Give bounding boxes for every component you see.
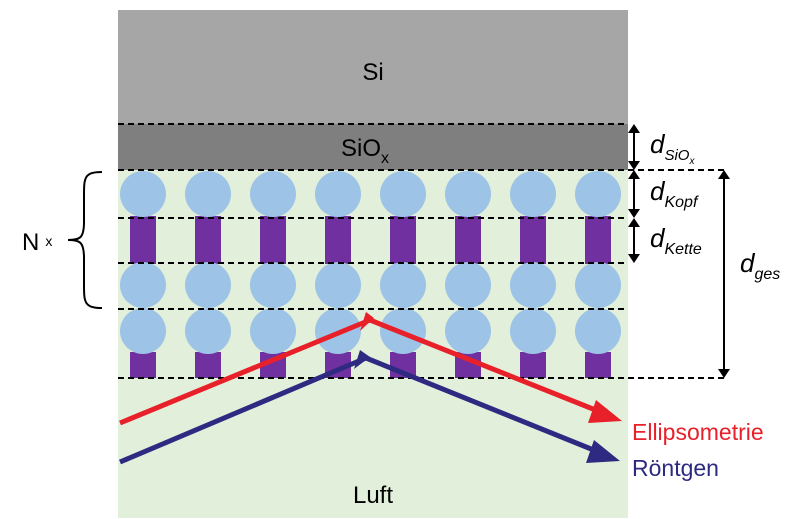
head-group: [185, 308, 231, 354]
chain-segment: [585, 216, 611, 264]
chain-segment: [260, 216, 286, 264]
roentgen-incident-arrowhead: [354, 350, 370, 369]
head-group: [120, 171, 166, 217]
roentgen-reflected-beam: [365, 355, 607, 458]
d-kette-label: dKette: [650, 223, 702, 258]
head-group: [250, 308, 296, 354]
si-label: Si: [362, 59, 383, 86]
head-group: [575, 171, 621, 217]
head-group: [445, 308, 491, 354]
head-group: [510, 262, 556, 308]
roentgen-incident-beam: [119, 355, 367, 465]
repeat-brace: [67, 171, 103, 309]
head-group: [250, 262, 296, 308]
d-kopf-label: dKopf: [650, 176, 699, 211]
head-group: [120, 262, 166, 308]
head-group: [315, 171, 361, 217]
chain-segment: [325, 216, 351, 264]
head-group: [575, 262, 621, 308]
chain-segment: [130, 216, 156, 264]
air-region: [118, 378, 628, 518]
d-ges-label: dges: [740, 248, 780, 283]
luft-label: Luft: [353, 482, 393, 509]
molecule-group: [120, 171, 621, 378]
head-group: [185, 171, 231, 217]
ellipsometrie-label: Ellipsometrie: [632, 419, 764, 445]
chain-segment: [520, 352, 546, 378]
ellipsometrie-reflected-beam: [369, 317, 609, 418]
ellipsometrie-arrowhead: [588, 400, 622, 423]
roentgen-arrowhead: [586, 440, 620, 463]
head-group: [380, 171, 426, 217]
d-siox-label: dSiOx: [650, 129, 695, 167]
chain-segment: [520, 216, 546, 264]
interface-lines: [118, 123, 728, 379]
dimension-arrows: [628, 124, 730, 378]
roentgen-label: Röntgen: [632, 455, 719, 481]
head-group: [510, 308, 556, 354]
si-layer: [118, 10, 628, 124]
chain-segment: [585, 352, 611, 378]
head-group: [185, 262, 231, 308]
head-group: [120, 308, 166, 354]
siox-layer: [118, 124, 628, 170]
chain-segment: [455, 216, 481, 264]
head-group: [445, 262, 491, 308]
head-group: [445, 171, 491, 217]
head-group: [575, 308, 621, 354]
chain-segment: [195, 352, 221, 378]
head-group: [380, 262, 426, 308]
chain-segment: [195, 216, 221, 264]
chain-segment: [390, 216, 416, 264]
head-group: [250, 171, 296, 217]
ellipsometrie-incident-arrowhead: [360, 312, 374, 331]
ellipsometrie-incident-beam: [119, 317, 371, 426]
head-group: [510, 171, 556, 217]
head-group: [315, 262, 361, 308]
siox-label: SiOx: [341, 135, 389, 167]
chain-segment: [130, 352, 156, 378]
